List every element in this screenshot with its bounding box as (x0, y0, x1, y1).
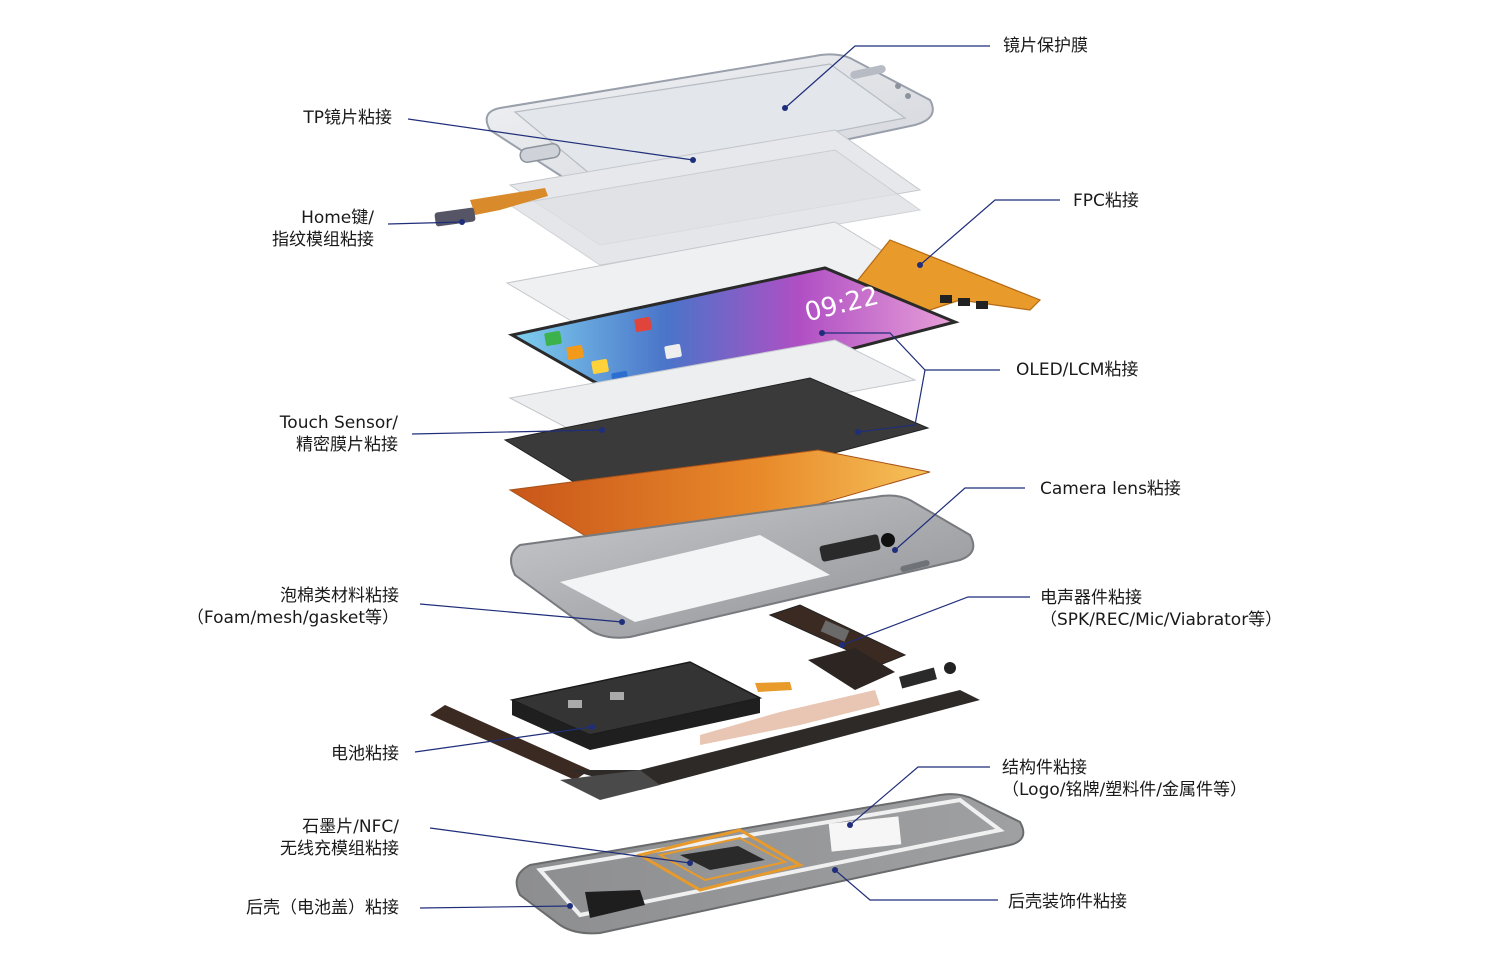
leader-structural (849, 766, 990, 826)
leader-oled-a (822, 332, 1000, 371)
leader-camera (894, 487, 1025, 551)
label-camera: Camera lens粘接 (1040, 478, 1181, 500)
label-home-key: Home键/ 指纹模组粘接 (272, 207, 374, 251)
label-tp-lens-line1: TP镜片粘接 (303, 108, 392, 128)
label-touch-sensor: Touch Sensor/ 精密膜片粘接 (280, 412, 398, 456)
leader-foam (419, 603, 623, 623)
film-layers (505, 129, 924, 336)
label-battery-line1: 电池粘接 (331, 744, 399, 764)
front-glass (485, 53, 934, 192)
label-structural-line2: （Logo/铭牌/塑料件/金属件等） (1002, 780, 1247, 800)
label-oled: OLED/LCM粘接 (1016, 359, 1138, 381)
label-tp-lens: TP镜片粘接 (303, 107, 392, 129)
back-cover (515, 793, 1025, 935)
label-oled-line1: OLED/LCM粘接 (1016, 360, 1139, 380)
leader-battery (414, 726, 593, 753)
sub-board (768, 604, 956, 690)
label-back-cover: 后壳（电池盖）粘接 (246, 897, 399, 919)
leader-fpc (919, 199, 1060, 266)
leader-back-deco (834, 869, 998, 901)
leader-lines (387, 45, 1060, 909)
label-structural-line1: 结构件粘接 (1002, 758, 1087, 778)
leader-oled-b (857, 369, 926, 433)
label-lens-film: 镜片保护膜 (1003, 35, 1088, 57)
leader-touch-sensor (411, 429, 603, 435)
label-foam-line2: （Foam/mesh/gasket等） (186, 608, 399, 628)
main-board (430, 690, 980, 800)
leader-graphite (429, 827, 691, 864)
label-battery: 电池粘接 (331, 743, 399, 765)
label-back-cover-line1: 后壳（电池盖）粘接 (246, 898, 399, 918)
mid-frame (510, 494, 975, 639)
label-touch-sensor-line1: Touch Sensor/ (279, 413, 398, 433)
leader-home-key (387, 221, 463, 225)
label-foam-line1: 泡棉类材料粘接 (280, 586, 399, 606)
label-graphite-line1: 石墨片/NFC/ (302, 817, 399, 837)
label-touch-sensor-line2: 精密膜片粘接 (296, 435, 398, 455)
label-electroacoustic: 电声器件粘接 （SPK/REC/Mic/Viabrator等） (1040, 587, 1282, 631)
label-fpc-line1: FPC粘接 (1073, 191, 1139, 211)
label-fpc: FPC粘接 (1073, 190, 1139, 212)
label-back-deco-line1: 后壳装饰件粘接 (1008, 892, 1127, 912)
leader-tp-lens (407, 118, 694, 161)
label-graphite: 石墨片/NFC/ 无线充模组粘接 (280, 816, 399, 860)
battery (509, 661, 792, 750)
label-electroacoustic-line2: （SPK/REC/Mic/Viabrator等） (1040, 610, 1283, 630)
label-home-key-line2: 指纹模组粘接 (272, 230, 374, 250)
label-lens-film-line1: 镜片保护膜 (1003, 36, 1088, 56)
label-camera-line1: Camera lens粘接 (1040, 479, 1181, 499)
label-back-deco: 后壳装饰件粘接 (1008, 891, 1127, 913)
label-graphite-line2: 无线充模组粘接 (280, 839, 399, 859)
label-structural: 结构件粘接 （Logo/铭牌/塑料件/金属件等） (1002, 757, 1247, 801)
leader-lens-film (784, 45, 990, 109)
label-home-key-line1: Home键/ (301, 208, 374, 228)
leader-electroacoustic (841, 596, 1030, 646)
label-electroacoustic-line1: 电声器件粘接 (1040, 588, 1142, 608)
leader-back-cover (419, 905, 571, 909)
label-foam: 泡棉类材料粘接 （Foam/mesh/gasket等） (187, 585, 399, 629)
